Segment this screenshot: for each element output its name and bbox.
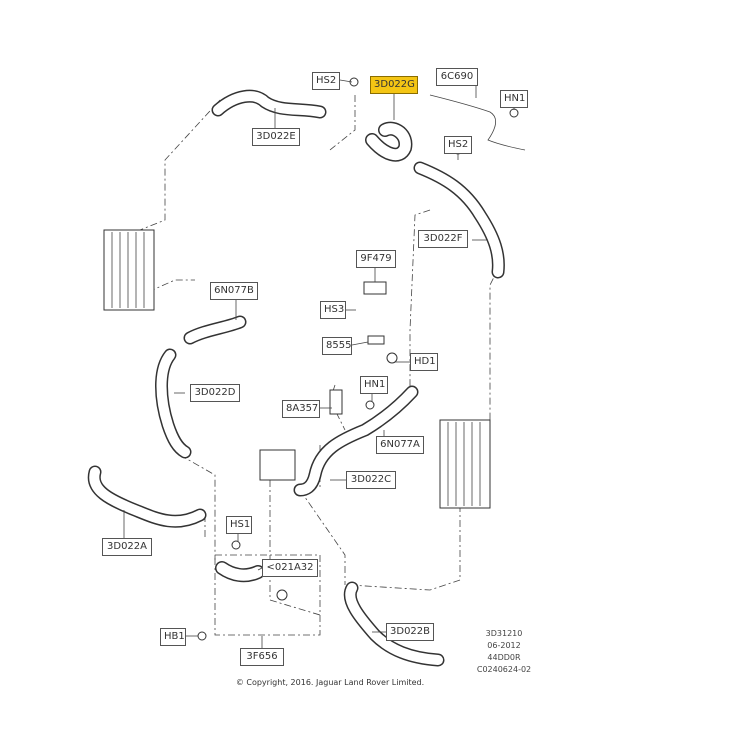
- small-parts: [197, 77, 519, 641]
- callout-3f656: 3F656: [240, 648, 284, 666]
- copyright-notice: © Copyright, 2016. Jaguar Land Rover Lim…: [235, 678, 425, 687]
- intercooler-left: [103, 229, 155, 311]
- reference-line-2: 06-2012: [487, 641, 521, 650]
- callout-6n077a: 6N077A: [376, 436, 424, 454]
- reference-line-4: C0240624-02: [476, 665, 532, 674]
- callout-3d022c: 3D022C: [346, 471, 396, 489]
- callout-3d022g: 3D022G: [370, 76, 418, 94]
- callout-hs3: HS3: [320, 301, 346, 319]
- intercooler-right: [439, 419, 491, 509]
- reference-line-3: 44DD0R: [487, 653, 521, 662]
- callout-hs2-mid: HS2: [444, 136, 472, 154]
- callout-6c690: 6C690: [436, 68, 478, 86]
- callout-3d022d: 3D022D: [190, 384, 240, 402]
- callout-8a357: 8A357: [282, 400, 320, 418]
- callout-hn1-mid: HN1: [360, 376, 388, 394]
- callout-3d022f: 3D022F: [418, 230, 468, 248]
- callout-hd1: HD1: [410, 353, 438, 371]
- reference-line-1: 3D31210: [485, 629, 523, 638]
- callout-3d022a: 3D022A: [102, 538, 152, 556]
- hoses: [87, 89, 505, 667]
- callout-hn1-top: HN1: [500, 90, 528, 108]
- reference-code-block: 3D31210 06-2012 44DD0R C0240624-02: [474, 628, 534, 676]
- pipe-6c690: [429, 94, 526, 151]
- callout-hs2-top: HS2: [312, 72, 340, 90]
- callout-3d022e: 3D022E: [252, 128, 300, 146]
- leader-lines: [123, 79, 515, 648]
- callout-hs1: HS1: [226, 516, 252, 534]
- callout-021a32: <021A32: [262, 559, 318, 577]
- callout-hb1: HB1: [160, 628, 186, 646]
- callout-9f479: 9F479: [356, 250, 396, 268]
- callout-6n077b: 6N077B: [210, 282, 258, 300]
- callout-8555: 8555: [322, 337, 352, 355]
- callout-3d022b: 3D022B: [386, 623, 434, 641]
